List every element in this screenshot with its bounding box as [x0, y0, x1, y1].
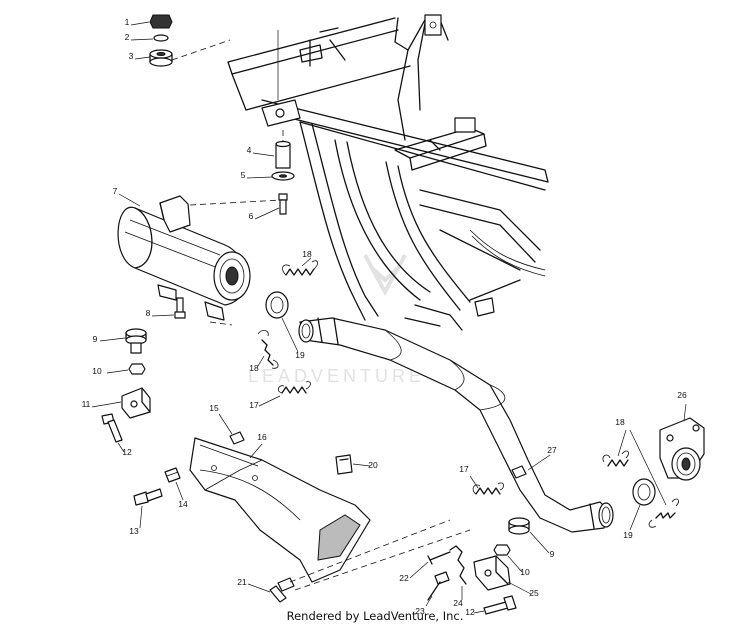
muffler [117, 193, 283, 326]
callout-c9b: 9 [550, 549, 555, 559]
callout-c16: 16 [257, 432, 267, 442]
nut-10-right [493, 544, 523, 573]
isolator-stack [246, 130, 295, 220]
bolt-13 [133, 488, 163, 529]
callout-c7: 7 [113, 186, 118, 196]
spring-18-right-b [617, 429, 679, 528]
gasket-19-left [265, 291, 299, 353]
spring-18-mid [257, 330, 279, 369]
callout-c22: 22 [399, 573, 409, 583]
callout-c23: 23 [415, 606, 425, 616]
callout-c13: 13 [129, 526, 139, 536]
bolt-8 [151, 297, 186, 319]
callout-c24: 24 [453, 598, 463, 608]
callout-c4: 4 [247, 145, 252, 155]
vehicle-frame [227, 14, 549, 331]
callout-c11: 11 [82, 399, 91, 409]
exhaust-flange [659, 403, 705, 481]
assembly-guideline [289, 519, 471, 591]
stud-14 [164, 467, 184, 501]
bolt-21 [247, 577, 295, 603]
watermark-logo: LEADVENTURE [248, 254, 425, 386]
callout-c12a: 12 [122, 447, 132, 457]
callout-c9a: 9 [93, 334, 98, 344]
spring-clip-24 [449, 545, 467, 600]
callout-c21: 21 [237, 577, 247, 587]
callout-c2: 2 [125, 32, 130, 42]
callout-c14: 14 [178, 499, 188, 509]
rivet-23 [425, 571, 450, 607]
mount-nut-stack [130, 14, 231, 67]
gasket-19-right [629, 478, 656, 531]
callout-c26: 26 [677, 390, 687, 400]
callout-c17b: 17 [459, 464, 469, 474]
callout-c6: 6 [249, 211, 254, 221]
callout-c10a: 10 [92, 366, 102, 376]
spring-17-right [469, 475, 504, 495]
callout-c5: 5 [241, 170, 246, 180]
heat-shield [189, 413, 371, 583]
callout-c18c: 18 [615, 417, 625, 427]
callout-c18b: 18 [249, 363, 259, 373]
grommet-9-right [508, 517, 550, 554]
nut-10-left [106, 363, 146, 375]
spring-18-top [282, 257, 318, 276]
callout-c27: 27 [547, 445, 557, 455]
clip-20 [335, 454, 371, 475]
bracket-11 [91, 387, 151, 419]
callout-c1: 1 [125, 17, 130, 27]
callout-c12b: 12 [465, 607, 475, 617]
exhaust-pipe [298, 317, 614, 533]
grommet-9-left [99, 328, 147, 354]
render-credit: Rendered by LeadVenture, Inc. [286, 609, 464, 623]
callout-c8: 8 [146, 308, 151, 318]
callout-c25: 25 [529, 588, 539, 598]
spring-17-left [258, 381, 311, 407]
callout-c18a: 18 [302, 249, 312, 259]
watermark-text: LEADVENTURE [248, 366, 425, 386]
bolt-12-left [101, 413, 125, 453]
callout-c15: 15 [209, 403, 219, 413]
callout-c10b: 10 [520, 567, 530, 577]
callout-c20: 20 [368, 460, 378, 470]
callout-c19b: 19 [623, 530, 633, 540]
bolt-12-right [473, 595, 517, 615]
callout-c19a: 19 [295, 350, 305, 360]
pin-22 [409, 551, 451, 579]
bracket-25 [473, 555, 532, 595]
callout-c17a: 17 [249, 400, 259, 410]
callout-c3: 3 [129, 51, 134, 61]
spring-18-right-a [602, 450, 629, 467]
